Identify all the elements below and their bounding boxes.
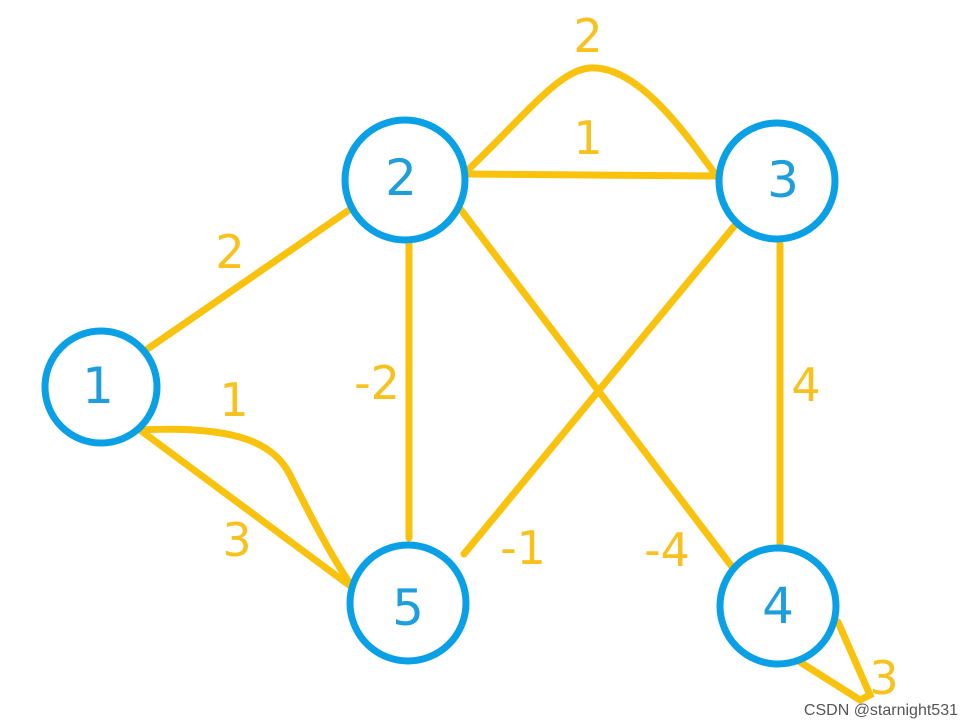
weight-1-5-straight: 3 <box>222 513 251 567</box>
weight-2-3-curve: 2 <box>573 9 602 63</box>
weight-4-4: 3 <box>869 651 898 705</box>
weight-2-3-straight: 1 <box>573 111 602 165</box>
nodes: 1 2 3 4 5 <box>41 116 840 668</box>
node-4-circle <box>716 544 840 668</box>
node-1[interactable]: 1 <box>41 327 161 447</box>
edge-1-5-weight-3 <box>136 426 357 592</box>
node-5-label: 5 <box>392 579 424 637</box>
edge-2-3-weight-2 <box>466 64 722 182</box>
edge-1-5-weight-1 <box>136 425 357 592</box>
weight-2-4: -4 <box>644 523 690 577</box>
node-5[interactable]: 5 <box>346 541 470 665</box>
node-4[interactable]: 4 <box>716 544 840 668</box>
edge-4-4-self-loop <box>796 618 875 705</box>
edge-1-2 <box>142 204 356 354</box>
edge-2-4 <box>454 202 737 572</box>
node-3-label: 3 <box>767 151 799 209</box>
weight-1-2: 2 <box>215 225 244 279</box>
node-2-label: 2 <box>385 149 417 207</box>
node-4-label: 4 <box>762 577 794 635</box>
weight-3-4: 4 <box>791 358 820 412</box>
node-1-circle <box>41 327 161 447</box>
weight-1-5-curve: 1 <box>219 373 248 427</box>
node-2-circle <box>341 116 469 244</box>
node-3[interactable]: 3 <box>715 119 839 243</box>
edges <box>136 64 875 705</box>
edge-2-3-weight-1 <box>462 170 722 180</box>
node-1-label: 1 <box>82 357 114 415</box>
node-2[interactable]: 2 <box>341 116 469 244</box>
node-5-circle <box>346 541 470 665</box>
weight-2-5: -2 <box>354 356 400 410</box>
node-3-circle <box>715 119 839 243</box>
weight-3-5: -1 <box>500 521 546 575</box>
edge-weights: 2 1 3 2 1 -2 -1 -4 4 3 <box>215 9 898 705</box>
watermark: CSDN @starnight531 <box>803 702 958 719</box>
